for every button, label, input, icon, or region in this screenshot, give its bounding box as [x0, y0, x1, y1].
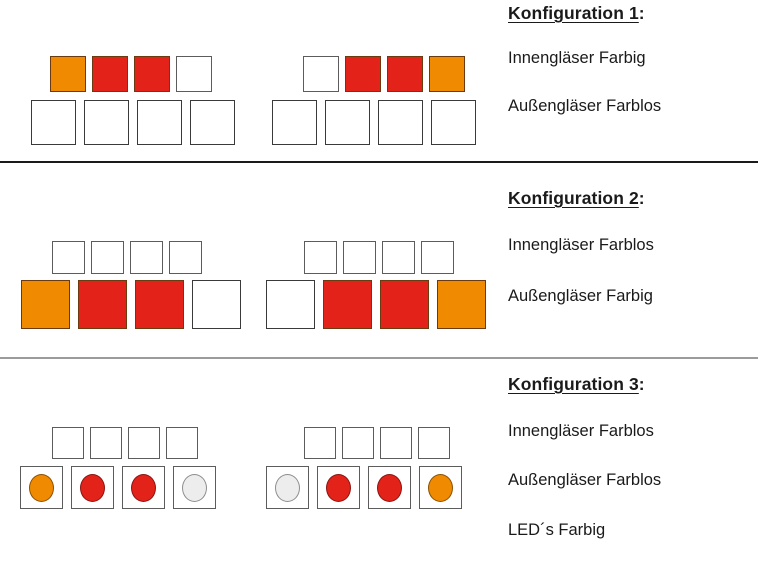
glass-row-innen-1: [50, 56, 212, 92]
led-row-aussen-3: [20, 466, 216, 509]
text-column-2: Konfiguration 2: Innengläser Farblos Auß…: [508, 188, 758, 306]
glass-cell: [176, 56, 212, 92]
glass-cell: [78, 280, 127, 329]
glass-cell: [50, 56, 86, 92]
configuration-section-1: Konfiguration 1: Innengläser Farbig Auße…: [0, 0, 758, 162]
configuration-2-line-1: Innengläser Farblos: [508, 236, 654, 255]
configuration-title-1-text: Konfiguration 1: [508, 3, 639, 23]
led-cell: [20, 466, 63, 509]
glass-row-aussen-2: [21, 280, 241, 329]
configuration-section-2: Konfiguration 2: Innengläser Farblos Auß…: [0, 163, 758, 357]
glass-row-innen-1-right: [303, 56, 465, 92]
configuration-title-3: Konfiguration 3:: [508, 374, 758, 394]
glass-cell: [323, 280, 372, 329]
led-cell: [71, 466, 114, 509]
text-column-1: Konfiguration 1: Innengläser Farbig Auße…: [508, 3, 758, 116]
glass-cell: [429, 56, 465, 92]
glass-row-innen-2-right: [304, 241, 454, 274]
configuration-1-line-1: Innengläser Farbig: [508, 49, 646, 68]
glass-cell: [192, 280, 241, 329]
led-indicator-off: [275, 473, 300, 502]
glass-cell: [437, 280, 486, 329]
led-cell: [368, 466, 411, 509]
configuration-2-line-2: Außengläser Farbig: [508, 287, 653, 306]
text-column-3: Konfiguration 3: Innengläser Farblos Auß…: [508, 374, 758, 539]
glass-cell: [166, 427, 198, 459]
glass-row-aussen-1: [31, 100, 235, 145]
led-cell: [122, 466, 165, 509]
glass-cell: [304, 241, 337, 274]
glass-cell: [343, 241, 376, 274]
glass-row-aussen-2-right: [266, 280, 486, 329]
led-cell: [419, 466, 462, 509]
led-indicator-orange: [29, 473, 54, 502]
glass-cell: [325, 100, 370, 145]
glass-cell: [52, 427, 84, 459]
glass-cell: [137, 100, 182, 145]
glass-cell: [134, 56, 170, 92]
glass-cell: [21, 280, 70, 329]
glass-cell: [304, 427, 336, 459]
led-indicator-red: [326, 473, 351, 502]
glass-cell: [345, 56, 381, 92]
configuration-section-3: Konfiguration 3: Innengläser Farblos Auß…: [0, 358, 758, 578]
glass-cell: [266, 280, 315, 329]
led-indicator-orange: [428, 473, 453, 502]
configuration-title-3-colon: :: [638, 374, 645, 394]
led-cell: [266, 466, 309, 509]
glass-row-innen-3: [52, 427, 198, 459]
led-indicator-off: [182, 473, 207, 502]
glass-cell: [92, 56, 128, 92]
configuration-title-1: Konfiguration 1:: [508, 3, 758, 23]
glass-cell: [380, 280, 429, 329]
glass-cell: [91, 241, 124, 274]
glass-cell: [135, 280, 184, 329]
glass-row-innen-3-right: [304, 427, 450, 459]
configuration-3-line-3: LED´s Farbig: [508, 520, 606, 539]
configuration-title-3-text: Konfiguration 3: [508, 374, 639, 394]
led-row-aussen-3-right: [266, 466, 462, 509]
glass-cell: [421, 241, 454, 274]
glass-cell: [382, 241, 415, 274]
configuration-title-2-colon: :: [638, 188, 645, 208]
led-indicator-red: [80, 473, 105, 502]
glass-cell: [378, 100, 423, 145]
led-indicator-red: [131, 473, 156, 502]
led-indicator-red: [377, 473, 402, 502]
glass-row-innen-2: [52, 241, 202, 274]
glass-cell: [190, 100, 235, 145]
led-cell: [173, 466, 216, 509]
glass-cell: [130, 241, 163, 274]
glass-cell: [342, 427, 374, 459]
section-divider-1: [0, 161, 758, 163]
configuration-title-2-text: Konfiguration 2: [508, 188, 639, 208]
glass-cell: [431, 100, 476, 145]
led-cell: [317, 466, 360, 509]
glass-cell: [128, 427, 160, 459]
glass-cell: [90, 427, 122, 459]
glass-cell: [272, 100, 317, 145]
glass-cell: [380, 427, 412, 459]
glass-cell: [387, 56, 423, 92]
configuration-3-line-2: Außengläser Farblos: [508, 471, 662, 490]
section-divider-2: [0, 357, 758, 359]
glass-cell: [84, 100, 129, 145]
configuration-3-line-1: Innengläser Farblos: [508, 422, 654, 441]
glass-row-aussen-1-right: [272, 100, 476, 145]
configuration-1-line-2: Außengläser Farblos: [508, 97, 662, 116]
glass-cell: [52, 241, 85, 274]
glass-cell: [169, 241, 202, 274]
glass-cell: [31, 100, 76, 145]
configuration-title-2: Konfiguration 2:: [508, 188, 758, 208]
glass-cell: [303, 56, 339, 92]
configuration-title-1-colon: :: [638, 3, 645, 23]
glass-cell: [418, 427, 450, 459]
